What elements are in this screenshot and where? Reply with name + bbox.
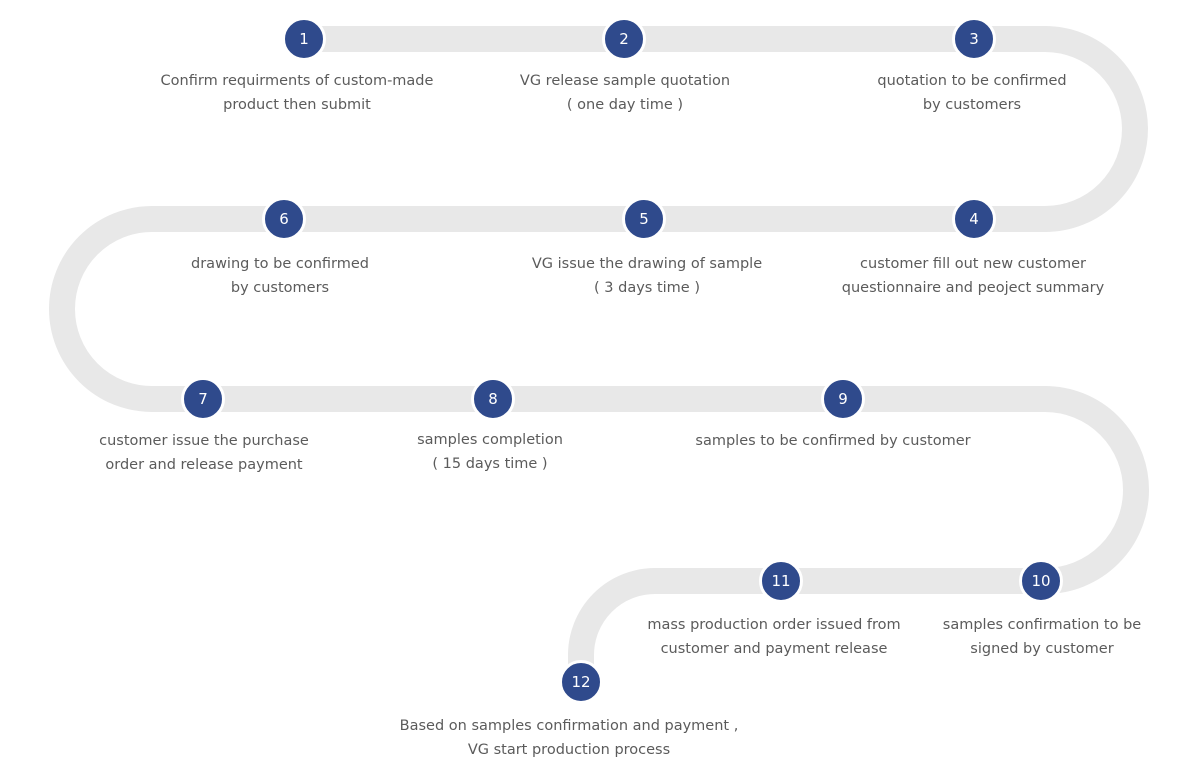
step-7-caption: customer issue the purchase order and rel…: [34, 429, 374, 477]
step-4-caption-line: customer fill out new customer: [860, 256, 1086, 272]
step-10-caption-line: samples confirmation to be: [942, 617, 1142, 633]
step-9-caption-line: samples to be confirmed by customer: [695, 433, 971, 449]
step-12-number-badge: 12: [559, 660, 603, 704]
step-1-caption-line: Confirm requirments of custom-made: [160, 73, 434, 89]
step-7-caption-line: order and release payment: [105, 457, 303, 473]
step-5-number-badge: 5: [622, 197, 666, 241]
step-3-caption-line: quotation to be confirmed: [877, 73, 1067, 89]
step-10-caption-line: signed by customer: [970, 641, 1114, 657]
step-6-caption-line: drawing to be confirmed: [191, 256, 369, 272]
step-12-caption: Based on samples confirmation and paymen…: [399, 714, 739, 762]
step-8-number-badge: 8: [471, 377, 515, 421]
step-10-caption: samples confirmation to be signed by cust…: [872, 613, 1200, 661]
step-12-caption-line: VG start production process: [467, 742, 671, 758]
step-2-caption: VG release sample quotation ( one day tim…: [455, 69, 795, 117]
step-8-caption: samples completion ( 15 days time ): [320, 428, 660, 476]
step-1-caption: Confirm requirments of custom-made produc…: [127, 69, 467, 117]
step-3-caption-line: by customers: [922, 97, 1022, 113]
step-6-number-badge: 6: [262, 197, 306, 241]
step-11-caption: mass production order issued from custome…: [604, 613, 944, 661]
step-8-caption-line: samples completion: [417, 432, 563, 448]
step-4-caption-line: questionnaire and peoject summary: [841, 280, 1105, 296]
step-4-number-badge: 4: [952, 197, 996, 241]
step-11-number-badge: 11: [759, 559, 803, 603]
step-2-caption-line: ( one day time ): [566, 97, 684, 113]
step-7-caption-line: customer issue the purchase: [99, 433, 309, 449]
step-9-number-badge: 9: [821, 377, 865, 421]
step-5-caption-line: VG issue the drawing of sample: [531, 256, 763, 272]
step-11-caption-line: customer and payment release: [660, 641, 888, 657]
step-12-caption-line: Based on samples confirmation and paymen…: [399, 718, 739, 734]
track-path: [49, 26, 1149, 682]
step-6-caption: drawing to be confirmed by customers: [110, 252, 450, 300]
step-10-number-badge: 10: [1019, 559, 1063, 603]
step-5-caption: VG issue the drawing of sample ( 3 days t…: [477, 252, 817, 300]
step-4-caption: customer fill out new customer questionna…: [803, 252, 1143, 300]
step-3-caption: quotation to be confirmed by customers: [802, 69, 1142, 117]
step-2-number-badge: 2: [602, 17, 646, 61]
step-7-number-badge: 7: [181, 377, 225, 421]
step-9-caption: samples to be confirmed by customer: [663, 429, 1003, 453]
step-3-number-badge: 3: [952, 17, 996, 61]
step-8-caption-line: ( 15 days time ): [432, 456, 548, 472]
step-1-caption-line: product then submit: [223, 97, 371, 113]
step-5-caption-line: ( 3 days time ): [594, 280, 700, 296]
step-2-caption-line: VG release sample quotation: [519, 73, 731, 89]
step-11-caption-line: mass production order issued from: [647, 617, 901, 633]
step-1-number-badge: 1: [282, 17, 326, 61]
step-6-caption-line: by customers: [230, 280, 330, 296]
